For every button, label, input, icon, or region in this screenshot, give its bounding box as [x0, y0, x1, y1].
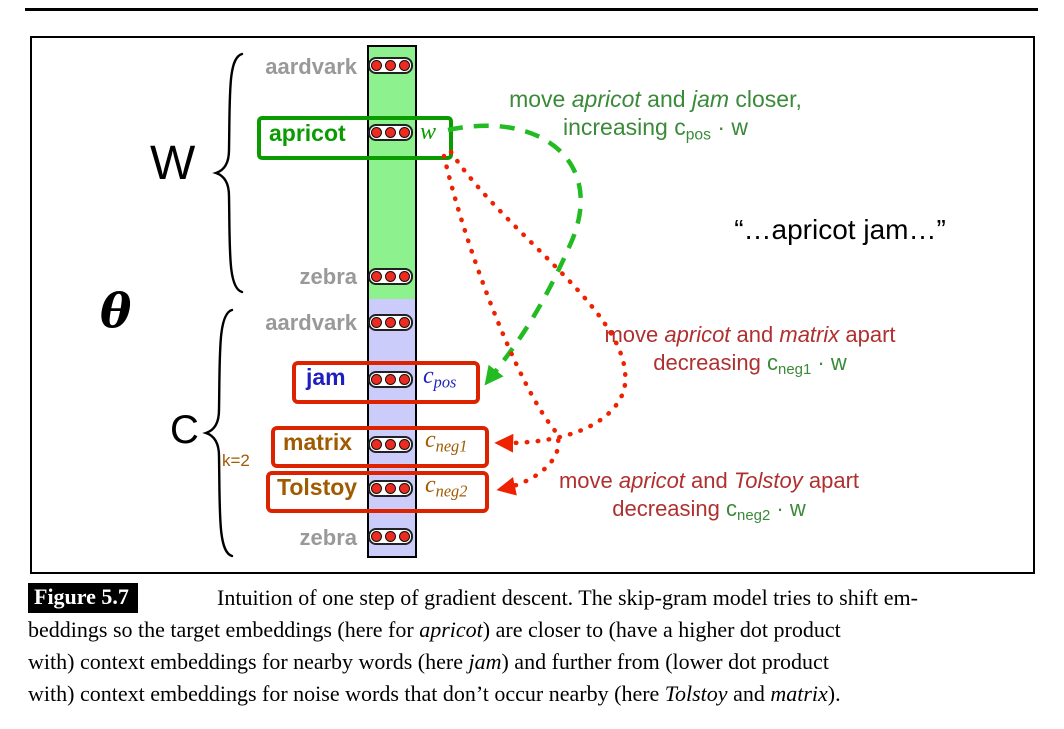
embedding-dot: [399, 127, 410, 138]
c-neg2-vector-label: cneg2: [425, 472, 468, 501]
w-embeddings-region: [369, 47, 415, 299]
embedding-vector-zebra-top: [368, 268, 413, 285]
embedding-dot: [399, 531, 410, 542]
annotation-positive-line1: move apricot and jam closer,: [509, 86, 802, 112]
annotation-negative2-line2: decreasing cneg2 · w: [612, 496, 806, 525]
annotation-positive: move apricot and jam closer, increasing …: [468, 85, 843, 149]
c-neg1-vector-label: cneg1: [425, 427, 468, 456]
embedding-vector-zebra-bottom: [368, 528, 413, 545]
embedding-dot: [371, 374, 382, 385]
annotation-positive-line2: increasing cpos · w: [563, 114, 748, 144]
top-rule: [25, 8, 1038, 11]
embedding-vector-tolstoy: [368, 480, 413, 497]
embedding-dot: [399, 271, 410, 282]
embedding-dot: [385, 531, 396, 542]
embedding-dot: [385, 483, 396, 494]
embedding-dot: [399, 483, 410, 494]
embedding-vector-aardvark-bottom: [368, 314, 413, 331]
tolstoy-noise-box: [266, 471, 489, 513]
w-matrix-label: W: [150, 137, 196, 190]
figure-tag: Figure 5.7: [28, 583, 138, 613]
caption-line-1: Intuition of one step of gradient descen…: [217, 585, 918, 610]
row-label-apricot: apricot: [269, 120, 346, 146]
embedding-dot: [371, 531, 382, 542]
row-label-aardvark-bottom: aardvark: [265, 310, 357, 335]
caption-line-2: beddings so the target embeddings (here …: [28, 617, 841, 642]
caption-line-4: with) context embeddings for noise words…: [28, 681, 841, 706]
annotation-negative2: move apricot and Tolstoy apart decreasin…: [545, 467, 873, 530]
embedding-dot: [385, 60, 396, 71]
embedding-dot: [385, 317, 396, 328]
context-quote: “…apricot jam…”: [734, 214, 946, 245]
theta-parameters-label: θ: [100, 284, 132, 339]
c-pos-vector-label: cpos: [423, 363, 457, 392]
annotation-negative1: move apricot and matrix apart decreasing…: [594, 321, 906, 384]
annotation-negative2-line1: move apricot and Tolstoy apart: [558, 468, 860, 493]
row-label-matrix: matrix: [283, 429, 353, 455]
embedding-vector-apricot: [368, 124, 413, 141]
embedding-dot: [371, 271, 382, 282]
caption-line-3: with) context embeddings for nearby word…: [28, 649, 829, 674]
embedding-dot: [371, 483, 382, 494]
embedding-dot: [399, 439, 410, 450]
embedding-vector-matrix: [368, 436, 413, 453]
row-label-jam: jam: [306, 364, 346, 390]
embedding-dot: [385, 374, 396, 385]
embedding-dot: [371, 127, 382, 138]
embedding-dot: [399, 317, 410, 328]
embedding-dot: [385, 127, 396, 138]
embedding-vector-aardvark-top: [368, 57, 413, 74]
annotation-negative1-line1: move apricot and matrix apart: [604, 322, 896, 347]
annotation-negative1-line2: decreasing cneg1 · w: [653, 350, 847, 379]
row-label-aardvark-top: aardvark: [265, 54, 357, 79]
k-equals-2-label: k=2: [222, 451, 250, 470]
embedding-dot: [371, 439, 382, 450]
embedding-dot: [385, 271, 396, 282]
c-matrix-label: C: [170, 408, 199, 452]
row-label-tolstoy: Tolstoy: [277, 474, 358, 500]
row-label-zebra-bottom: zebra: [299, 525, 357, 550]
embedding-dot: [385, 439, 396, 450]
embedding-dot: [371, 60, 382, 71]
embedding-dot: [399, 60, 410, 71]
row-label-zebra-top: zebra: [299, 264, 357, 289]
w-vector-label: w: [420, 119, 437, 145]
embedding-vector-jam: [368, 371, 413, 388]
embedding-dot: [399, 374, 410, 385]
embedding-dot: [371, 317, 382, 328]
